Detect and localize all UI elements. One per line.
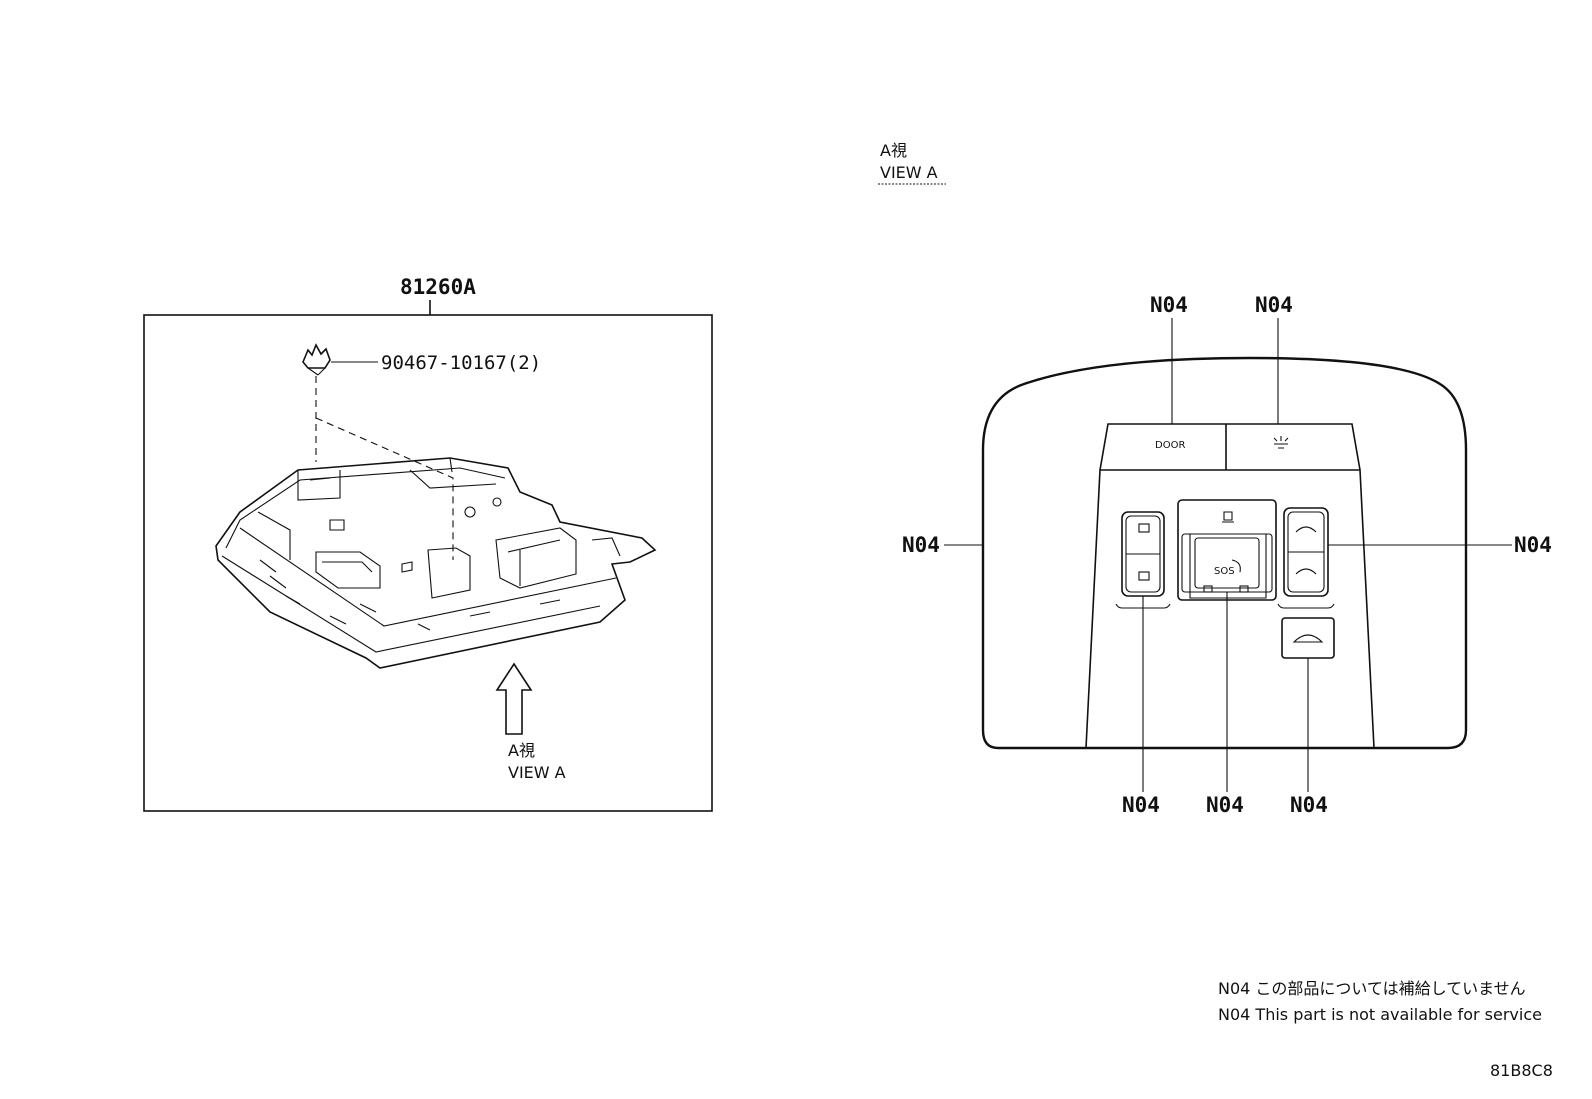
assembly-panel: 81260A 90467-10167(2) (143, 275, 713, 812)
map-lamp-icon (1273, 436, 1289, 449)
view-a-title-jp: A視 (880, 141, 907, 160)
left-switch-stack (1115, 511, 1171, 609)
callout-bottom-right: N04 (1290, 793, 1328, 817)
assembly-view-label-jp: A視 (508, 741, 535, 760)
sunroof-button (1281, 617, 1335, 659)
sos-button-label: SOS (1214, 566, 1235, 577)
clip-fastener-icon (302, 343, 331, 376)
view-a-panel: A視 VIEW A DOOR SOS (878, 141, 1552, 817)
door-button-label: DOOR (1155, 440, 1185, 451)
assembly-part-number: 81260A (400, 275, 476, 299)
note-jp: N04 この部品については補給していません (1218, 979, 1526, 998)
callout-top-right: N04 (1255, 293, 1293, 317)
view-arrow-icon (495, 662, 533, 735)
right-switch-stack (1277, 507, 1335, 609)
callout-right: N04 (1514, 533, 1552, 557)
overhead-console-housing (215, 457, 657, 669)
sos-module: SOS (1177, 499, 1277, 601)
view-a-title-en: VIEW A (880, 163, 938, 182)
fastener-part-number: 90467-10167(2) (381, 352, 541, 374)
callout-left: N04 (902, 533, 940, 557)
callout-bottom-center: N04 (1206, 793, 1244, 817)
callout-bottom-left: N04 (1122, 793, 1160, 817)
note-en: N04 This part is not available for servi… (1218, 1005, 1542, 1024)
console-outline (981, 356, 1468, 750)
assembly-view-label-en: VIEW A (508, 763, 566, 782)
assembly-frame (143, 314, 713, 812)
figure-id: 81B8C8 (1490, 1061, 1553, 1080)
callout-top-left: N04 (1150, 293, 1188, 317)
